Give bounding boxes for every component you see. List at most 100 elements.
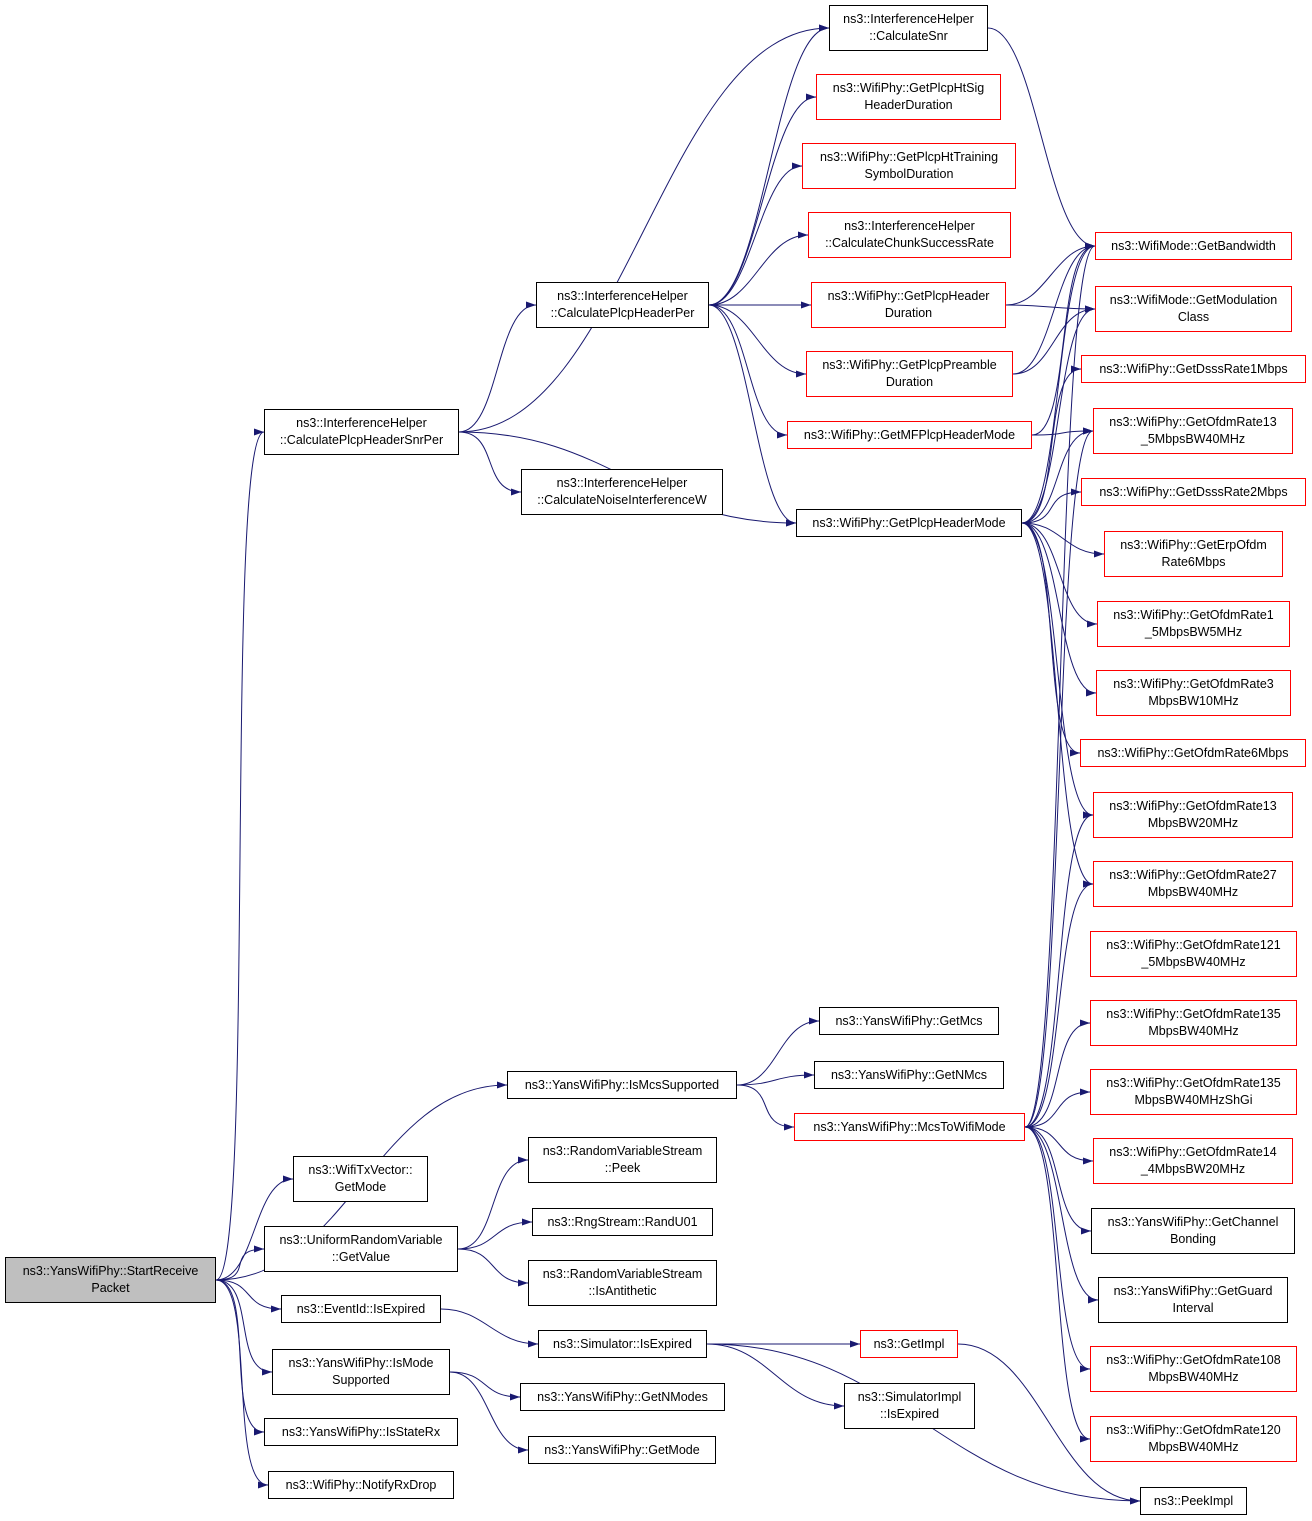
node-get-impl[interactable]: ns3::GetImpl [860, 1330, 958, 1358]
edge-uniform-rv-get-value-to-rvs-is-antithetic [457, 1248, 529, 1287]
node-rvs-is-antithetic[interactable]: ns3::RandomVariableStream::IsAntithetic [528, 1260, 717, 1306]
node-mcs-to-wifi-mode[interactable]: ns3::YansWifiPhy::McsToWifiMode [794, 1113, 1025, 1141]
edge-mcs-to-wifi-mode-to-get-ofdm-rate135-bw40-shgi [1024, 1088, 1091, 1128]
node-label-line: ns3::YansWifiPhy::IsStateRx [281, 1424, 441, 1439]
edge-mcs-to-wifi-mode-to-get-guard-interval [1024, 1126, 1099, 1304]
edge-mcs-to-wifi-mode-to-get-channel-bonding [1024, 1126, 1092, 1235]
node-get-n-modes[interactable]: ns3::YansWifiPhy::GetNModes [520, 1383, 725, 1411]
node-get-n-mcs[interactable]: ns3::YansWifiPhy::GetNMcs [814, 1061, 1004, 1089]
node-label-line: ns3::WifiPhy::GetOfdmRate14 [1109, 1145, 1277, 1159]
node-wifimode-get-bandwidth[interactable]: ns3::WifiMode::GetBandwidth [1095, 232, 1292, 260]
node-get-plcp-header-mode[interactable]: ns3::WifiPhy::GetPlcpHeaderMode [796, 509, 1022, 537]
edge-is-mode-supported-to-get-mode [449, 1371, 529, 1454]
node-label-line: ns3::YansWifiPhy::McsToWifiMode [813, 1119, 1006, 1134]
node-label-line: ns3::WifiPhy::GetPlcpHtTraining [819, 150, 999, 164]
node-get-dsss-rate-2mbps[interactable]: ns3::WifiPhy::GetDsssRate2Mbps [1081, 478, 1306, 506]
node-rng-stream-rand-u01[interactable]: ns3::RngStream::RandU01 [532, 1208, 713, 1236]
edge-is-mcs-supported-to-get-mcs [736, 1017, 820, 1086]
node-label-line: ns3::InterferenceHelper [557, 289, 688, 303]
edge-get-plcp-header-mode-to-get-dsss-rate-2mbps [1021, 488, 1082, 524]
node-get-ofdm-rate14-4-bw20[interactable]: ns3::WifiPhy::GetOfdmRate14_4MbpsBW20MHz [1093, 1138, 1293, 1184]
node-label-line: ns3::SimulatorImpl [857, 1390, 962, 1404]
edge-get-plcp-header-mode-to-get-ofdm-rate13-bw20 [1021, 522, 1094, 819]
node-simulator-impl-is-expired[interactable]: ns3::SimulatorImpl::IsExpired [844, 1383, 975, 1429]
edge-mcs-to-wifi-mode-to-get-ofdm-rate13-bw20 [1024, 811, 1094, 1128]
node-get-ofdm-rate-6mbps[interactable]: ns3::WifiPhy::GetOfdmRate6Mbps [1080, 739, 1306, 767]
node-get-mf-plcp-header-mode[interactable]: ns3::WifiPhy::GetMFPlcpHeaderMode [787, 421, 1032, 449]
edge-calc-plcp-header-snr-per-to-calc-noise-interference-w [458, 431, 522, 496]
node-is-state-rx[interactable]: ns3::YansWifiPhy::IsStateRx [264, 1418, 458, 1446]
node-label-line: ns3::YansWifiPhy::IsMode [288, 1356, 434, 1370]
edge-mcs-to-wifi-mode-to-get-ofdm-rate27-bw40 [1024, 880, 1094, 1128]
edge-calc-plcp-header-per-to-get-mf-plcp-header-mode [708, 304, 788, 439]
node-notify-rx-drop[interactable]: ns3::WifiPhy::NotifyRxDrop [268, 1471, 454, 1499]
node-get-mcs[interactable]: ns3::YansWifiPhy::GetMcs [819, 1007, 999, 1035]
node-label-line: MbpsBW10MHz [1148, 694, 1239, 708]
node-label-line: ns3::WifiPhy::GetPlcpHeaderMode [812, 515, 1006, 530]
node-calc-plcp-header-snr-per[interactable]: ns3::InterferenceHelper::CalculatePlcpHe… [264, 409, 459, 455]
node-get-ofdm-rate1-5-bw5[interactable]: ns3::WifiPhy::GetOfdmRate1_5MbpsBW5MHz [1097, 601, 1290, 647]
node-rvs-peek[interactable]: ns3::RandomVariableStream::Peek [528, 1137, 717, 1183]
node-label-line: ns3::WifiPhy::GetPlcpHeader [827, 289, 990, 303]
node-label-line: ::CalculateSnr [869, 29, 948, 43]
edge-get-plcp-header-duration-to-wifimode-get-bandwidth [1005, 242, 1096, 306]
edge-get-plcp-header-mode-to-get-dsss-rate-1mbps [1021, 365, 1082, 524]
edge-get-plcp-header-mode-to-get-ofdm-rate1-5-bw5 [1021, 522, 1098, 628]
node-peek-impl[interactable]: ns3::PeekImpl [1140, 1487, 1247, 1515]
node-label-line: ns3::YansWifiPhy::GetGuard [1113, 1284, 1273, 1298]
edge-event-id-is-expired-to-simulator-is-expired [440, 1308, 539, 1348]
node-label-line: ns3::WifiPhy::GetErpOfdm [1120, 538, 1267, 552]
node-label-line: ns3::RngStream::RandU01 [547, 1214, 698, 1229]
node-label-line: ::IsAntithetic [588, 1284, 657, 1298]
node-uniform-rv-get-value[interactable]: ns3::UniformRandomVariable::GetValue [264, 1226, 458, 1272]
node-get-mode[interactable]: ns3::YansWifiPhy::GetMode [528, 1436, 716, 1464]
edge-calc-plcp-header-snr-per-to-calc-snr [458, 24, 830, 433]
node-get-ofdm-rate13-5-bw40[interactable]: ns3::WifiPhy::GetOfdmRate13_5MbpsBW40MHz [1093, 408, 1293, 454]
node-wifi-tx-vector-get-mode[interactable]: ns3::WifiTxVector::GetMode [293, 1156, 428, 1202]
edge-calc-plcp-header-per-to-calc-chunk-success-rate [708, 231, 809, 306]
edge-get-plcp-header-mode-to-wifimode-get-modulation-class [1021, 305, 1096, 524]
edge-mcs-to-wifi-mode-to-wifimode-get-bandwidth [1024, 242, 1096, 1128]
node-label-line: ns3::WifiPhy::GetOfdmRate108 [1106, 1353, 1281, 1367]
node-calc-plcp-header-per[interactable]: ns3::InterferenceHelper::CalculatePlcpHe… [536, 282, 709, 328]
node-label-line: Duration [884, 306, 933, 320]
node-label-line: MbpsBW20MHz [1147, 816, 1239, 830]
node-label-line: Duration [885, 375, 934, 389]
node-label-line: ns3::WifiPhy::GetOfdmRate120 [1106, 1423, 1281, 1437]
node-is-mcs-supported[interactable]: ns3::YansWifiPhy::IsMcsSupported [507, 1071, 737, 1099]
node-calc-noise-interference-w[interactable]: ns3::InterferenceHelper::CalculateNoiseI… [521, 469, 723, 515]
node-label-line: ns3::WifiPhy::GetMFPlcpHeaderMode [803, 427, 1016, 442]
node-label-line: ns3::YansWifiPhy::GetNModes [537, 1389, 708, 1404]
node-calc-snr[interactable]: ns3::InterferenceHelper::CalculateSnr [829, 5, 988, 51]
node-event-id-is-expired[interactable]: ns3::EventId::IsExpired [281, 1295, 441, 1323]
edge-is-mcs-supported-to-get-n-mcs [736, 1071, 815, 1086]
edge-mcs-to-wifi-mode-to-get-ofdm-rate120-bw40 [1024, 1126, 1091, 1443]
node-calc-chunk-success-rate[interactable]: ns3::InterferenceHelper::CalculateChunkS… [808, 212, 1011, 258]
node-label-line: _4MbpsBW20MHz [1140, 1162, 1246, 1176]
edge-get-plcp-preamble-duration-to-wifimode-get-modulation-class [1012, 305, 1096, 375]
node-get-dsss-rate-1mbps[interactable]: ns3::WifiPhy::GetDsssRate1Mbps [1081, 355, 1306, 383]
node-simulator-is-expired[interactable]: ns3::Simulator::IsExpired [538, 1330, 707, 1358]
edge-calc-plcp-header-per-to-get-plcp-ht-training-symbol-duration [708, 162, 803, 306]
node-label-line: ns3::WifiPhy::GetOfdmRate121 [1106, 938, 1281, 952]
node-get-ofdm-rate121-5-bw40[interactable]: ns3::WifiPhy::GetOfdmRate121_5MbpsBW40MH… [1090, 931, 1297, 977]
node-label-line: SymbolDuration [864, 167, 954, 181]
